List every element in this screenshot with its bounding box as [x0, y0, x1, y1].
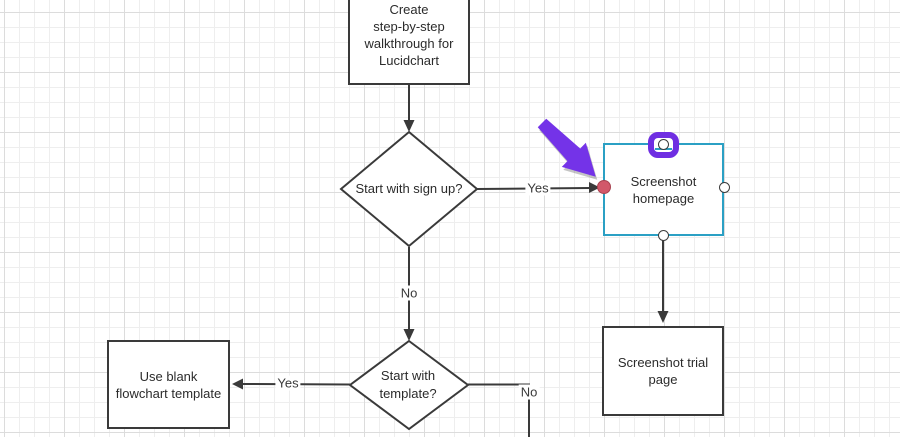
decision-signup-label: Start with sign up? [355, 181, 463, 196]
node-label: Use blank flowchart template [115, 368, 222, 401]
edge-label-template-yes[interactable]: Yes [275, 375, 301, 391]
node-label: Screenshot trial page [617, 355, 709, 387]
arrowhead-right-icon [589, 182, 600, 193]
cursor-arrow-icon [537, 118, 598, 180]
edge-label-template-no[interactable]: No [518, 384, 540, 400]
edge-label-signup-no[interactable]: No [398, 285, 420, 301]
rotate-handle[interactable] [658, 139, 669, 150]
decision-template-shape[interactable] [348, 339, 470, 431]
arrowhead-left-icon [232, 378, 243, 390]
node-label: Create step-by-step walkthrough for Luci… [364, 1, 454, 68]
decision-signup-shape[interactable] [339, 130, 479, 248]
resize-handle-bottom[interactable] [658, 230, 669, 241]
edge-label-signup-yes[interactable]: Yes [525, 180, 551, 196]
node-screenshot-trial[interactable]: Screenshot trial page [602, 326, 724, 416]
cursor-arrow-body [537, 118, 596, 177]
arrowhead-down-icon [403, 120, 415, 132]
decision-template-label: Start with template? [379, 368, 437, 401]
node-label: Screenshot homepage [630, 173, 697, 206]
node-use-blank-template[interactable]: Use blank flowchart template [107, 340, 230, 429]
node-create-walkthrough[interactable]: Create step-by-step walkthrough for Luci… [348, 0, 470, 85]
arrowhead-down-icon [403, 329, 415, 341]
arrowhead-down-icon [657, 311, 669, 323]
resize-handle-right[interactable] [719, 182, 730, 193]
connection-point-dot[interactable] [597, 180, 611, 194]
